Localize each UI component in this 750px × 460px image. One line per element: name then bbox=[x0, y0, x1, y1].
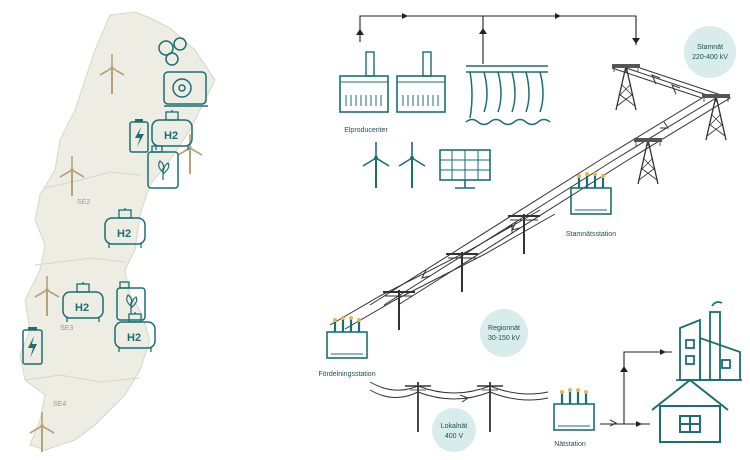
regional-lines bbox=[329, 209, 556, 330]
region-label-se2: SE2 bbox=[77, 199, 90, 206]
region-border-se3 bbox=[34, 257, 126, 266]
top-flow-lines bbox=[356, 13, 640, 64]
regional-pole bbox=[382, 289, 416, 331]
regional-pole bbox=[507, 213, 541, 255]
biofuel-canister-icon bbox=[147, 145, 179, 189]
net-station-label: Nätstation bbox=[554, 441, 586, 448]
hydrogen-symbol: H2 bbox=[127, 332, 141, 344]
hydrogen-tank-icon: H2 bbox=[104, 207, 146, 249]
hydrogen-tank-icon: H2 bbox=[114, 311, 156, 353]
transmission-substation-label: Stamnätsstation bbox=[566, 231, 616, 238]
house-icon bbox=[651, 378, 729, 443]
transmission-network-name: Stamnät bbox=[697, 44, 723, 51]
biomass-icon bbox=[158, 37, 187, 66]
transmission-voltage: 220-400 kV bbox=[692, 54, 728, 61]
hydrogen-tank-icon: H2 bbox=[151, 109, 193, 151]
regional-network-name: Regionnät bbox=[488, 325, 520, 332]
local-bubble: Lokalnät 400 V bbox=[432, 408, 476, 452]
net-station-icon bbox=[552, 386, 596, 432]
hydrogen-symbol: H2 bbox=[75, 302, 89, 314]
sweden-outline bbox=[19, 11, 216, 451]
producers-label: Elproducenter bbox=[344, 127, 388, 134]
distribution-substation-label: Fördelningsstation bbox=[318, 371, 375, 378]
region-label-se3: SE3 bbox=[60, 325, 73, 332]
regional-bubble: Regionnät 30-150 kV bbox=[480, 309, 528, 357]
battery-icon bbox=[22, 327, 43, 365]
hydrogen-symbol: H2 bbox=[164, 130, 178, 142]
transmission-lines bbox=[369, 67, 732, 306]
solar-panel-icon bbox=[439, 149, 491, 189]
wind-turbine-icon bbox=[398, 141, 426, 189]
factory-icon bbox=[676, 301, 742, 381]
distribution-substation-icon bbox=[325, 314, 369, 360]
local-lines bbox=[369, 381, 618, 427]
hydrogen-tank-icon: H2 bbox=[62, 281, 104, 323]
power-plant-icon bbox=[396, 51, 446, 113]
local-voltage: 400 V bbox=[445, 433, 464, 440]
generator-icon bbox=[163, 71, 208, 107]
hydro-dam-icon bbox=[465, 65, 551, 126]
hydrogen-symbol: H2 bbox=[117, 228, 131, 240]
region-border-se2 bbox=[44, 171, 141, 189]
biofuel-canister-icon bbox=[116, 281, 146, 321]
wind-turbine-icon bbox=[362, 141, 390, 189]
region-label-se4: SE4 bbox=[53, 401, 66, 408]
regional-voltage: 30-150 kV bbox=[488, 335, 520, 342]
battery-icon bbox=[129, 119, 149, 153]
transmission-bubble: Stamnät 220-400 kV bbox=[684, 26, 736, 78]
transmission-substation-icon bbox=[569, 170, 613, 216]
sweden-map: SE2 SE3 SE4 H2 bbox=[19, 11, 216, 453]
power-plant-icon bbox=[339, 51, 389, 113]
consumer-connectors bbox=[600, 349, 672, 427]
local-network-name: Lokalnät bbox=[441, 423, 468, 430]
region-border-se4 bbox=[24, 374, 141, 383]
